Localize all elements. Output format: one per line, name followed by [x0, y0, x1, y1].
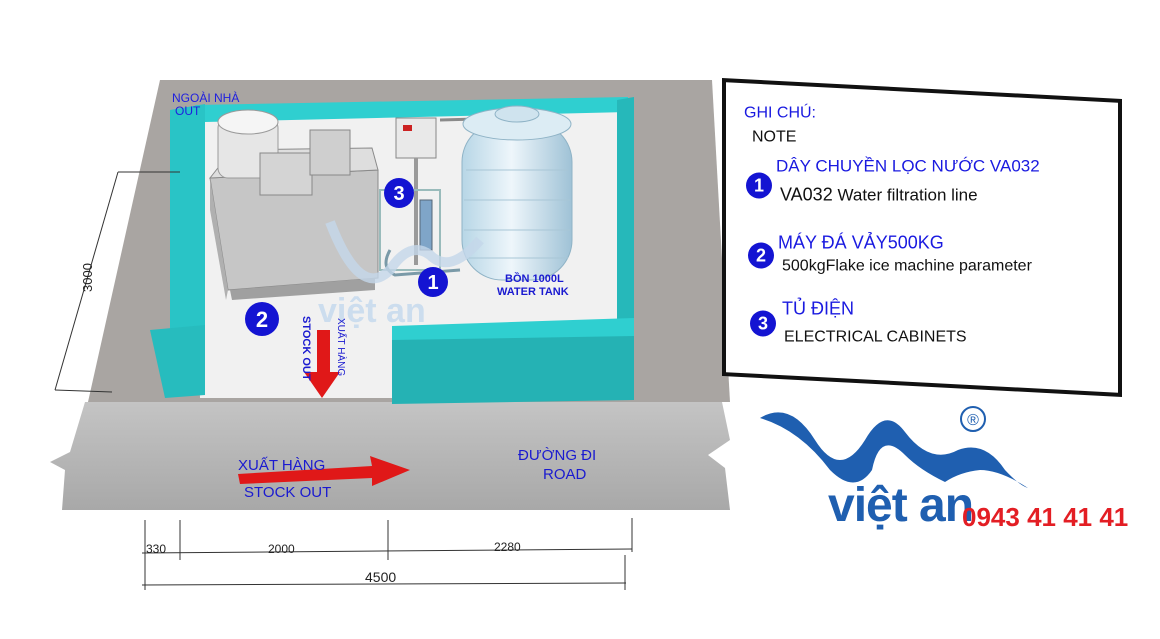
legend-box: GHI CHÚ: NOTE 1 DÂY CHUYỀN LỌC NƯỚC VA03…: [722, 78, 1122, 397]
stock-out-road-vi: XUẤT HÀNG: [238, 457, 325, 474]
water-tank-body: [461, 121, 573, 281]
dimension-4500: 4500: [365, 569, 396, 585]
brand-logo-wave: [760, 412, 1028, 488]
brand-name: việt an: [828, 479, 974, 532]
svg-text:1: 1: [427, 272, 438, 294]
electrical-cabinet: [395, 117, 437, 159]
legend-title-vi: GHI CHÚ:: [744, 104, 816, 122]
width-dimension-lines: [141, 518, 633, 590]
ice-machine-side: [210, 178, 228, 300]
legend-badge-2: 2: [748, 242, 774, 269]
svg-text:3: 3: [393, 183, 404, 205]
brand-phone[interactable]: 0943 41 41 41: [962, 502, 1129, 532]
wall-back: [195, 97, 628, 122]
filter-column: [419, 199, 433, 251]
marker-1: 1: [418, 267, 448, 297]
wall-left-top: [170, 104, 205, 360]
dimension-2280: 2280: [494, 540, 521, 554]
registered-mark: ®: [960, 406, 986, 432]
wall-right: [617, 97, 634, 348]
marker-2: 2: [245, 302, 279, 336]
dimension-2000: 2000: [268, 542, 295, 556]
dimension-330: 330: [146, 542, 166, 556]
stock-out-vertical-en: STOCK OUT: [300, 316, 312, 381]
road-label-vi: ĐƯỜNG ĐI: [518, 447, 596, 464]
ice-machine-legs: [230, 278, 375, 300]
tank-label-en: WATER TANK: [497, 286, 569, 298]
legend-title-en: NOTE: [752, 128, 797, 146]
legend-badge-1: 1: [746, 172, 772, 199]
stock-out-road-en: STOCK OUT: [244, 484, 331, 501]
legend-item-2-en: 500kgFlake ice machine parameter: [782, 257, 1032, 275]
legend-item-3-en: ELECTRICAL CABINETS: [784, 328, 967, 346]
depth-dimension: [54, 171, 180, 393]
marker-3: 3: [384, 178, 414, 208]
road-label-en: ROAD: [543, 466, 587, 483]
ice-machine-unit: [309, 129, 351, 176]
stock-out-arrow-down: [304, 330, 340, 398]
ice-machine-panel: [259, 152, 313, 196]
outside-label-en: OUT: [175, 104, 201, 118]
wall-front-right-face: [392, 336, 634, 404]
cabinet-switch: [403, 125, 412, 131]
floor-watermark-logo: [325, 220, 484, 284]
stock-out-arrow-right: [238, 456, 410, 486]
water-tank-lid: [494, 105, 540, 123]
ice-machine-cylinder-top: [217, 109, 279, 135]
svg-text:2: 2: [256, 307, 268, 332]
legend-item-2-vi: MÁY ĐÁ VẢY500KG: [778, 232, 944, 253]
legend-item-1-vi: DÂY CHUYỀN LỌC NƯỚC VA032: [776, 156, 1040, 176]
floor-watermark-text: việt an: [318, 292, 426, 330]
depth-dimension-label: 3000: [80, 263, 95, 292]
legend-badge-3: 3: [750, 310, 776, 337]
tank-label-vi: BỒN 1000L: [505, 272, 564, 285]
legend-item-3-vi: TỦ ĐIỆN: [782, 298, 854, 319]
stock-out-vertical-vi: XUẤT HÀNG: [335, 318, 348, 376]
wall-left-front: [150, 325, 205, 398]
outside-label: NGOÀI NHÀ: [172, 90, 239, 105]
road: [50, 402, 730, 510]
legend-item-1-en: VA032 Water filtration line: [780, 184, 978, 205]
